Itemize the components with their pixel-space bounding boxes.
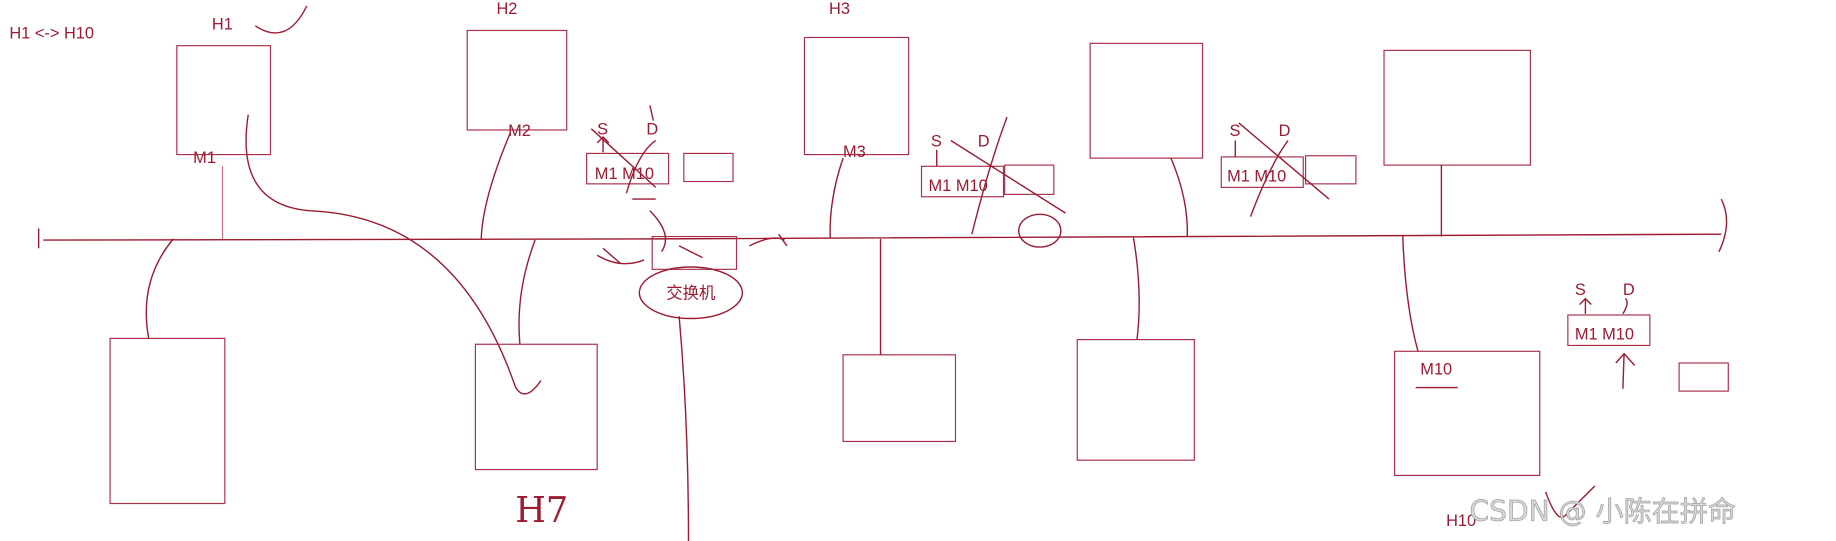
mac-table-entry: M1 M10: [1227, 168, 1286, 186]
mac-table-1: M1 M10 S D: [586, 105, 734, 200]
scribbles: [596, 210, 788, 265]
host-label-h3: H3: [829, 0, 850, 18]
circle-mark: [1017, 213, 1062, 248]
host-h8: [842, 354, 957, 443]
bus-line: [37, 198, 1728, 253]
host-h10: [1393, 350, 1541, 476]
host-h1: [176, 45, 272, 156]
host-label-h1: H1: [212, 15, 233, 33]
mac-table-entry: M1 M10: [1575, 326, 1634, 344]
mac-table-3: M1 M10 S D: [1220, 122, 1357, 217]
src-label: S: [931, 132, 942, 150]
diagram-title: H1 <-> H10: [9, 25, 94, 43]
dst-label: D: [1279, 122, 1291, 140]
watermark: CSDN @ 小陈在拼命: [1470, 495, 1737, 528]
switch-label: 交换机: [666, 285, 716, 303]
src-label: S: [1229, 122, 1240, 140]
mac-table-2: M1 M10 S D: [920, 116, 1066, 235]
dst-label: D: [1623, 281, 1635, 299]
host-label-h2: H2: [496, 0, 517, 18]
check-mark: [1544, 485, 1596, 518]
switch-box: [651, 235, 738, 270]
host-label-h10: H10: [1446, 512, 1476, 530]
host-h3: [803, 36, 910, 156]
host-h6: [109, 337, 226, 505]
host-h7: [474, 343, 598, 471]
link: [829, 157, 844, 238]
path-arrow: [245, 114, 542, 395]
src-label: S: [1575, 281, 1586, 299]
switch-uplink: [678, 316, 690, 541]
link: [480, 132, 512, 239]
link: [1170, 157, 1189, 237]
src-label: S: [597, 121, 608, 139]
mac-label-m3: M3: [843, 143, 866, 161]
host-h4: [1089, 42, 1204, 159]
link: [518, 239, 536, 345]
mac-label-m1: M1: [193, 149, 216, 167]
mac-label-m10: M10: [1420, 361, 1452, 379]
mac-table-entry: M1 M10: [929, 177, 988, 195]
link: [1402, 235, 1419, 352]
link: [1132, 237, 1140, 340]
dst-label: D: [646, 121, 658, 139]
mac-label-m2: M2: [508, 122, 531, 140]
switch-ellipse: [638, 266, 744, 320]
check-mark: [254, 5, 308, 34]
host-h9: [1076, 338, 1195, 461]
host-h2: [466, 29, 568, 131]
mac-table-entry: M1 M10: [595, 165, 654, 183]
host-label-h7: H7: [515, 490, 568, 531]
dst-label: D: [978, 132, 990, 150]
link: [145, 238, 174, 339]
host-h5: [1383, 49, 1531, 166]
mac-table-4: M1 M10 S D: [1567, 281, 1729, 392]
